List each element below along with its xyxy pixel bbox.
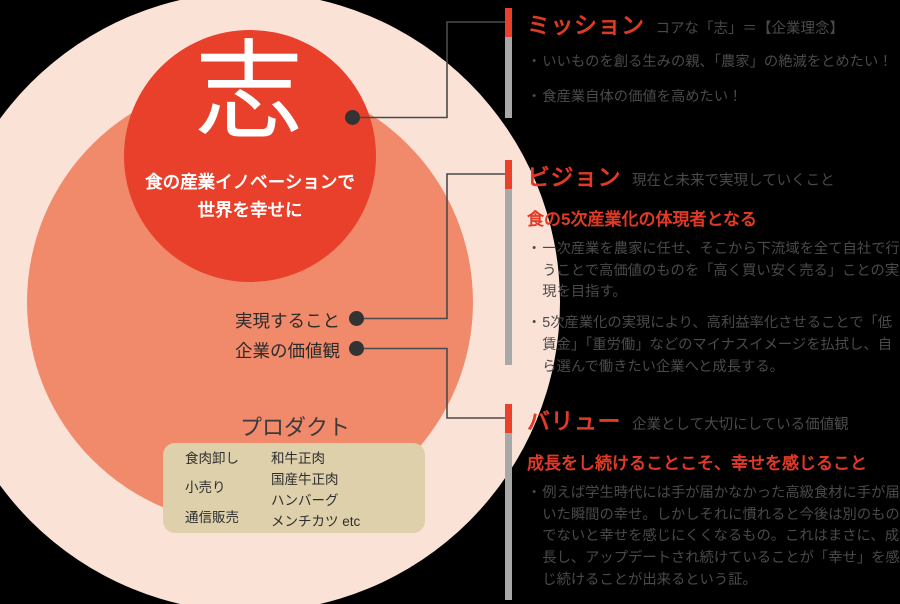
- section-subtitle-value: 企業として大切にしている価値観: [632, 417, 849, 433]
- section-title-vision: ビジョン: [527, 164, 621, 190]
- product-channel: 食肉卸し: [185, 451, 239, 466]
- product-title: プロダクト: [239, 415, 350, 440]
- section-subtitle-mission: コアな「志」＝【企業理念】: [655, 21, 845, 37]
- section-body-value: バリュー 企業として大切にしている価値観 成長をし続けることこそ、幸せを感じるこ…: [527, 402, 900, 592]
- bullet-list-vision: ・ 一次産業を農家に任せ、そこから下流域を全て自社で行うことで高価値のものを「高…: [527, 239, 900, 378]
- bullet-mark: ・: [527, 54, 542, 70]
- product-item: 和牛正肉: [271, 451, 325, 466]
- connector-path-vision: [364, 173, 505, 320]
- section-title-mission: ミッション: [527, 12, 645, 38]
- bullet-item: ・ 例えば学生時代には手が届かなかった高級食材に手が届いた瞬間の幸せ。しかしそれ…: [527, 483, 900, 592]
- bullet-text: 例えば学生時代には手が届かなかった高級食材に手が届いた瞬間の幸せ。しかしそれに慣…: [542, 485, 900, 588]
- inner-core-circle: [124, 30, 376, 282]
- section-bar-mission: [505, 8, 512, 118]
- product-channel-column: 食肉卸し 小売り 通信販売: [163, 452, 271, 524]
- product-content: 食肉卸し 小売り 通信販売 和牛正肉 国産牛正肉 ハンバーグ メンチカツ etc: [163, 443, 425, 533]
- section-bar-vision: [505, 160, 512, 365]
- bullet-text: いいものを創る生みの親、「農家」の絶滅をとめたい！: [542, 54, 893, 70]
- connector-dot-vision: [349, 311, 364, 326]
- bullet-item: ・ いいものを創る生みの親、「農家」の絶滅をとめたい！: [527, 52, 893, 74]
- bullet-mark: ・: [527, 315, 542, 332]
- bullet-item: ・ 一次産業を農家に任せ、そこから下流域を全て自社で行うことで高価値のものを「高…: [527, 239, 900, 304]
- section-title-value: バリュー: [527, 408, 621, 434]
- section-tick-value: [505, 404, 512, 433]
- node-label-value: 企業の価値観: [235, 341, 340, 361]
- node-label-vision: 実現すること: [235, 311, 340, 331]
- section-header-vision: ビジョン 現在と未来で実現していくこと: [527, 158, 900, 192]
- bullet-text: 一次産業を農家に任せ、そこから下流域を全て自社で行うことで高価値のものを「高く買…: [542, 241, 900, 301]
- connector-dot-value: [349, 341, 364, 356]
- bullet-mark: ・: [527, 88, 542, 105]
- bullet-mark: ・: [527, 241, 542, 257]
- product-channel: 小売り: [185, 480, 226, 496]
- section-header-mission: ミッション コアな「志」＝【企業理念】: [527, 6, 893, 40]
- section-body-vision: ビジョン 現在と未来で実現していくこと 食の5次産業化の体現者となる ・ 一次産…: [527, 158, 900, 378]
- section-bar-value: [505, 404, 512, 600]
- connector-path-mission: [360, 21, 505, 119]
- product-box: [163, 443, 425, 533]
- product-item: 国産牛正肉: [271, 472, 339, 487]
- section-body-mission: ミッション コアな「志」＝【企業理念】 ・ いいものを創る生みの親、「農家」の絶…: [527, 6, 893, 108]
- bullet-item: ・ 5次産業化の実現により、高利益率化させることで「低賃金」「重労働」などのマイ…: [527, 313, 900, 378]
- section-tick-vision: [505, 160, 512, 189]
- core-kanji-shi: 志: [194, 34, 305, 153]
- product-channel: 通信販売: [185, 509, 239, 525]
- product-item: メンチカツ etc: [271, 514, 361, 529]
- product-item-column: 和牛正肉 国産牛正肉 ハンバーグ メンチカツ etc: [271, 451, 425, 528]
- section-lead-value: 成長をし続けることこそ、幸せを感じること: [527, 454, 867, 473]
- bullet-item: ・ 食産業自体の価値を高めたい！: [527, 87, 893, 109]
- bullet-text: 5次産業化の実現により、高利益率化させることで「低賃金」「重労働」などのマイナス…: [542, 315, 893, 375]
- core-tagline: 食の産業イノベーションで 世界を幸せに: [145, 172, 355, 221]
- bullet-text: 食産業自体の価値を高めたい！: [542, 88, 743, 105]
- section-subtitle-vision: 現在と未来で実現していくこと: [632, 173, 835, 189]
- section-mission: ミッション コアな「志」＝【企業理念】 ・ いいものを創る生みの親、「農家」の絶…: [505, 8, 893, 118]
- connector-dot-mission: [345, 110, 360, 125]
- bullet-list-value: ・ 例えば学生時代には手が届かなかった高級食材に手が届いた瞬間の幸せ。しかしそれ…: [527, 483, 900, 592]
- section-vision: ビジョン 現在と未来で実現していくこと 食の5次産業化の体現者となる ・ 一次産…: [505, 160, 900, 375]
- section-header-value: バリュー 企業として大切にしている価値観: [527, 402, 900, 436]
- product-item: ハンバーグ: [271, 493, 339, 508]
- section-tick-mission: [505, 8, 512, 37]
- bullet-mark: ・: [527, 485, 542, 501]
- section-lead-vision: 食の5次産業化の体現者となる: [527, 210, 757, 229]
- bullet-list-mission: ・ いいものを創る生みの親、「農家」の絶滅をとめたい！ ・ 食産業自体の価値を高…: [527, 52, 893, 108]
- connector-path-value: [364, 347, 505, 419]
- section-value: バリュー 企業として大切にしている価値観 成長をし続けることこそ、幸せを感じるこ…: [505, 404, 900, 600]
